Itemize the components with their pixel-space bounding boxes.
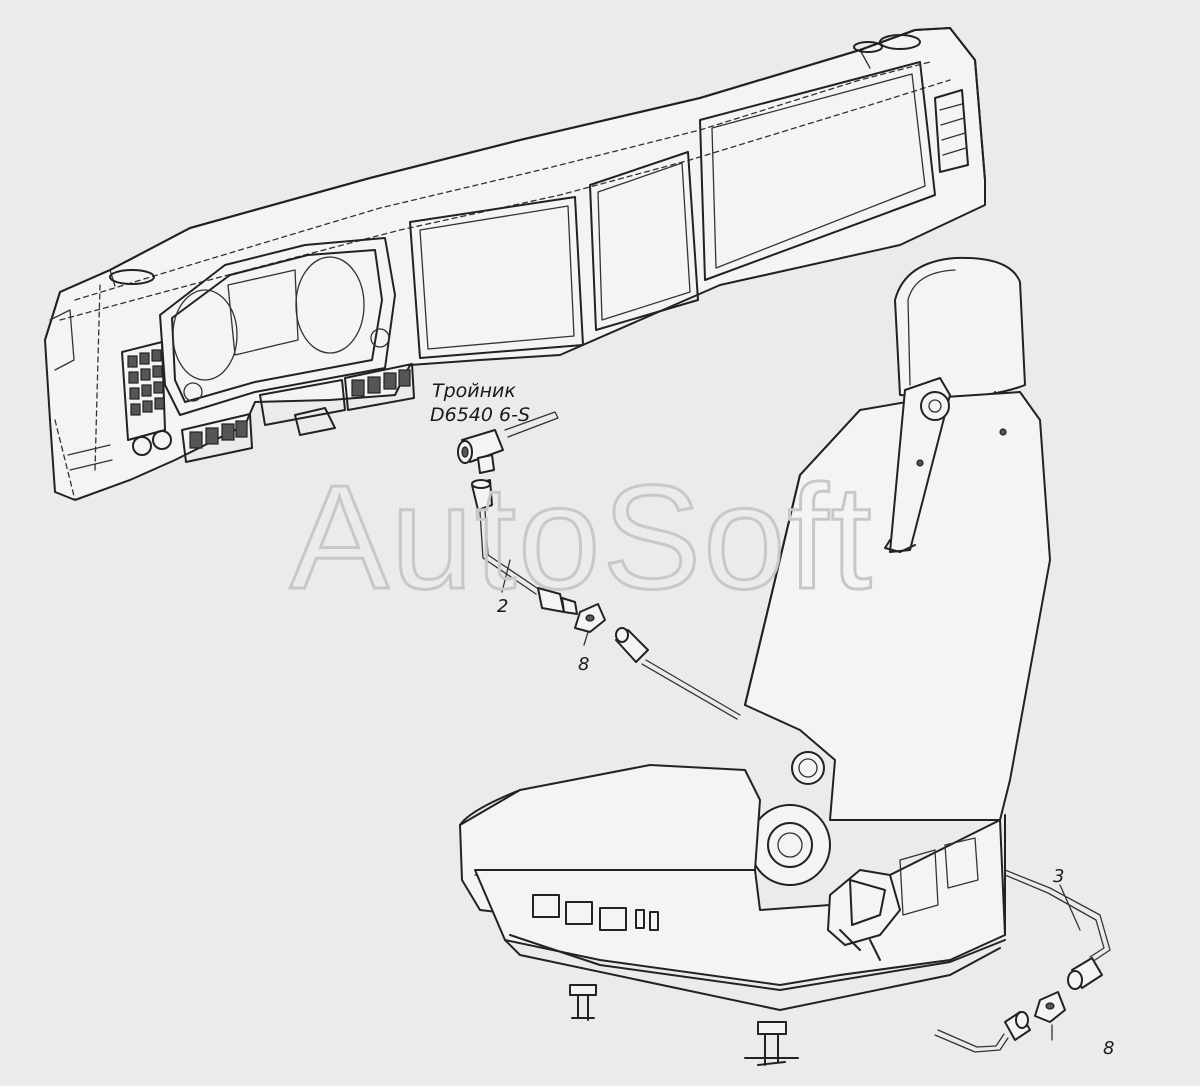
callout-tee-code: D6540 6-S (430, 404, 530, 426)
watermark-text: AutoSoft (290, 455, 874, 620)
driver-seat (459, 256, 1051, 1066)
callout-pipe-3: 3 (1053, 866, 1064, 887)
dashboard-panel (44, 27, 986, 501)
callout-fitting-8-upper: 8 (578, 654, 589, 675)
callout-tee-name: Тройник (432, 380, 516, 402)
pneumatic-line-upper (457, 411, 741, 720)
callout-pipe-2: 2 (497, 596, 508, 617)
callout-fitting-8-lower: 8 (1103, 1038, 1114, 1059)
switch-grid (127, 349, 165, 416)
pneumatic-line-lower (934, 869, 1111, 1053)
